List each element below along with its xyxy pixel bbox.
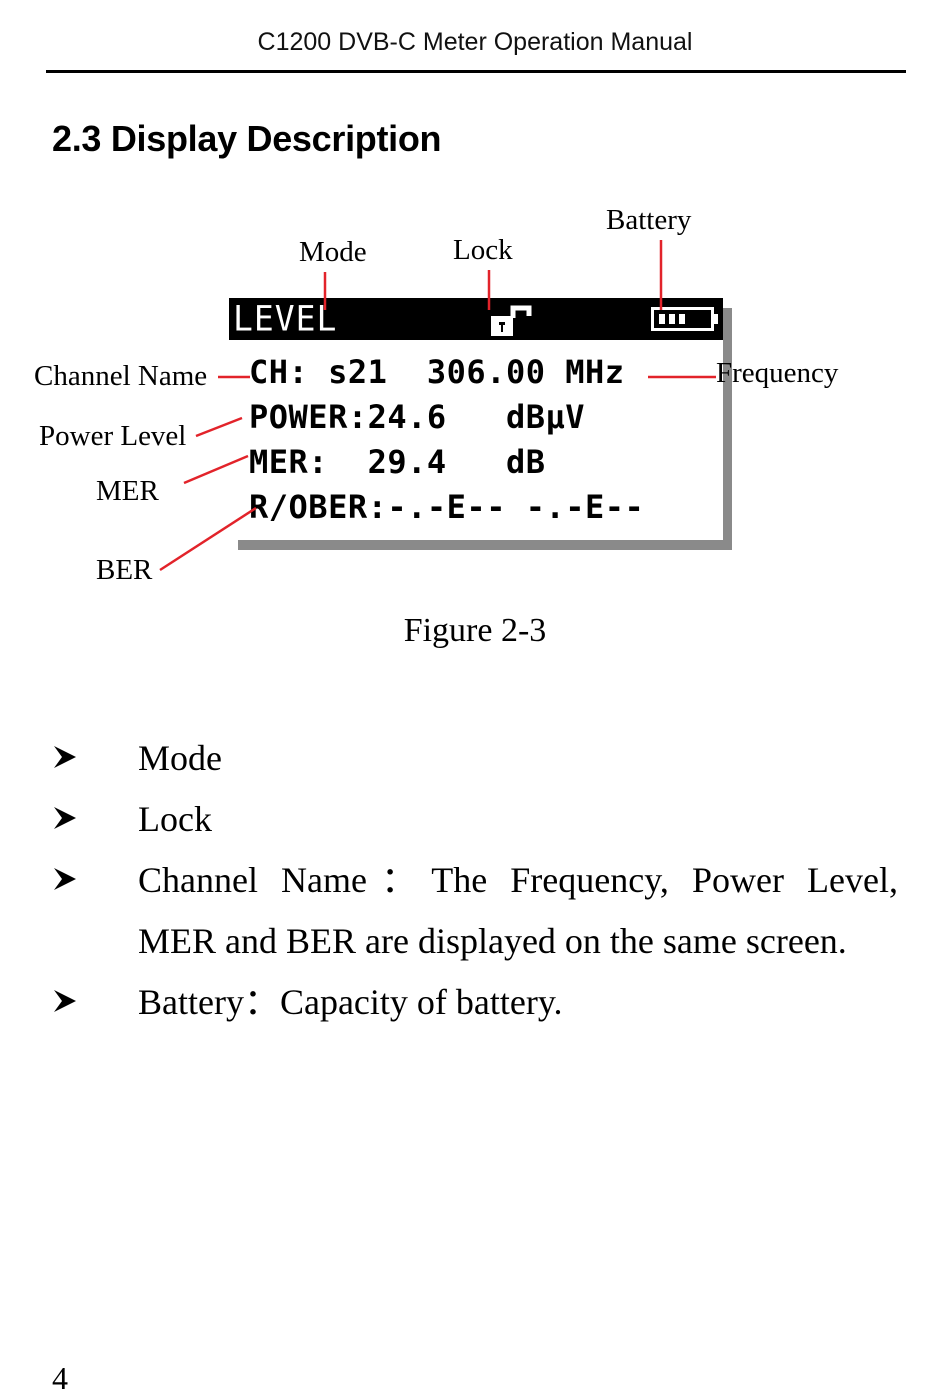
bullet-text-battery: Battery：Capacity of battery. — [138, 982, 563, 1022]
list-item: Mode — [52, 728, 898, 789]
figure-caption: Figure 2-3 — [403, 612, 547, 649]
callout-power-level: Power Level — [39, 420, 187, 452]
callout-battery: Battery — [606, 204, 692, 236]
lcd-power-line: POWER:24.6 dBμV — [249, 398, 586, 436]
bullet-text-channel-name: Channel Name：The Frequency, Power Level,… — [138, 860, 898, 961]
lcd-screen: LEVEL CH: s21 306.00 MHz POWER:24.6 dBμV… — [229, 298, 723, 540]
callout-mode: Mode — [299, 236, 367, 268]
list-item: Lock — [52, 789, 898, 850]
callout-mer: MER — [96, 475, 159, 507]
bullet-text-lock: Lock — [138, 799, 212, 839]
leader-mer — [183, 454, 249, 485]
arrow-bullet-icon — [54, 746, 76, 768]
lcd-mode-text: LEVEL — [233, 298, 338, 339]
bullet-text-mode: Mode — [138, 738, 222, 778]
callout-lock: Lock — [453, 234, 513, 266]
bullet-list: Mode Lock Channel Name：The Frequency, Po… — [52, 728, 898, 1033]
list-item: Channel Name：The Frequency, Power Level,… — [52, 850, 898, 972]
battery-icon — [651, 307, 718, 331]
figure-2-3: LEVEL CH: s21 306.00 MHz POWER:24.6 dBμV… — [0, 190, 950, 610]
section-title: 2.3 Display Description — [52, 118, 442, 159]
arrow-bullet-icon — [54, 990, 76, 1012]
callout-channel-name: Channel Name — [34, 360, 208, 392]
lcd-ber-line: R/OBER:-.-E-- -.-E-- — [249, 488, 645, 526]
arrow-bullet-icon — [54, 868, 76, 890]
callout-leaders — [159, 240, 716, 572]
callout-ber: BER — [96, 554, 153, 586]
header-rule — [46, 70, 906, 73]
arrow-bullet-icon — [54, 807, 76, 829]
page-number: 4 — [52, 1360, 68, 1396]
lcd-status-bar: LEVEL — [229, 298, 723, 340]
unlock-icon — [491, 305, 532, 336]
leader-power-level — [195, 416, 243, 438]
lcd-mer-line: MER: 29.4 dB — [249, 443, 546, 481]
list-item: Battery：Capacity of battery. — [52, 972, 898, 1033]
leader-ber — [159, 506, 257, 572]
callout-frequency: Frequency — [716, 357, 839, 389]
running-header: C1200 DVB-C Meter Operation Manual — [257, 28, 693, 56]
lcd-channel-line: CH: s21 306.00 MHz — [249, 353, 625, 391]
